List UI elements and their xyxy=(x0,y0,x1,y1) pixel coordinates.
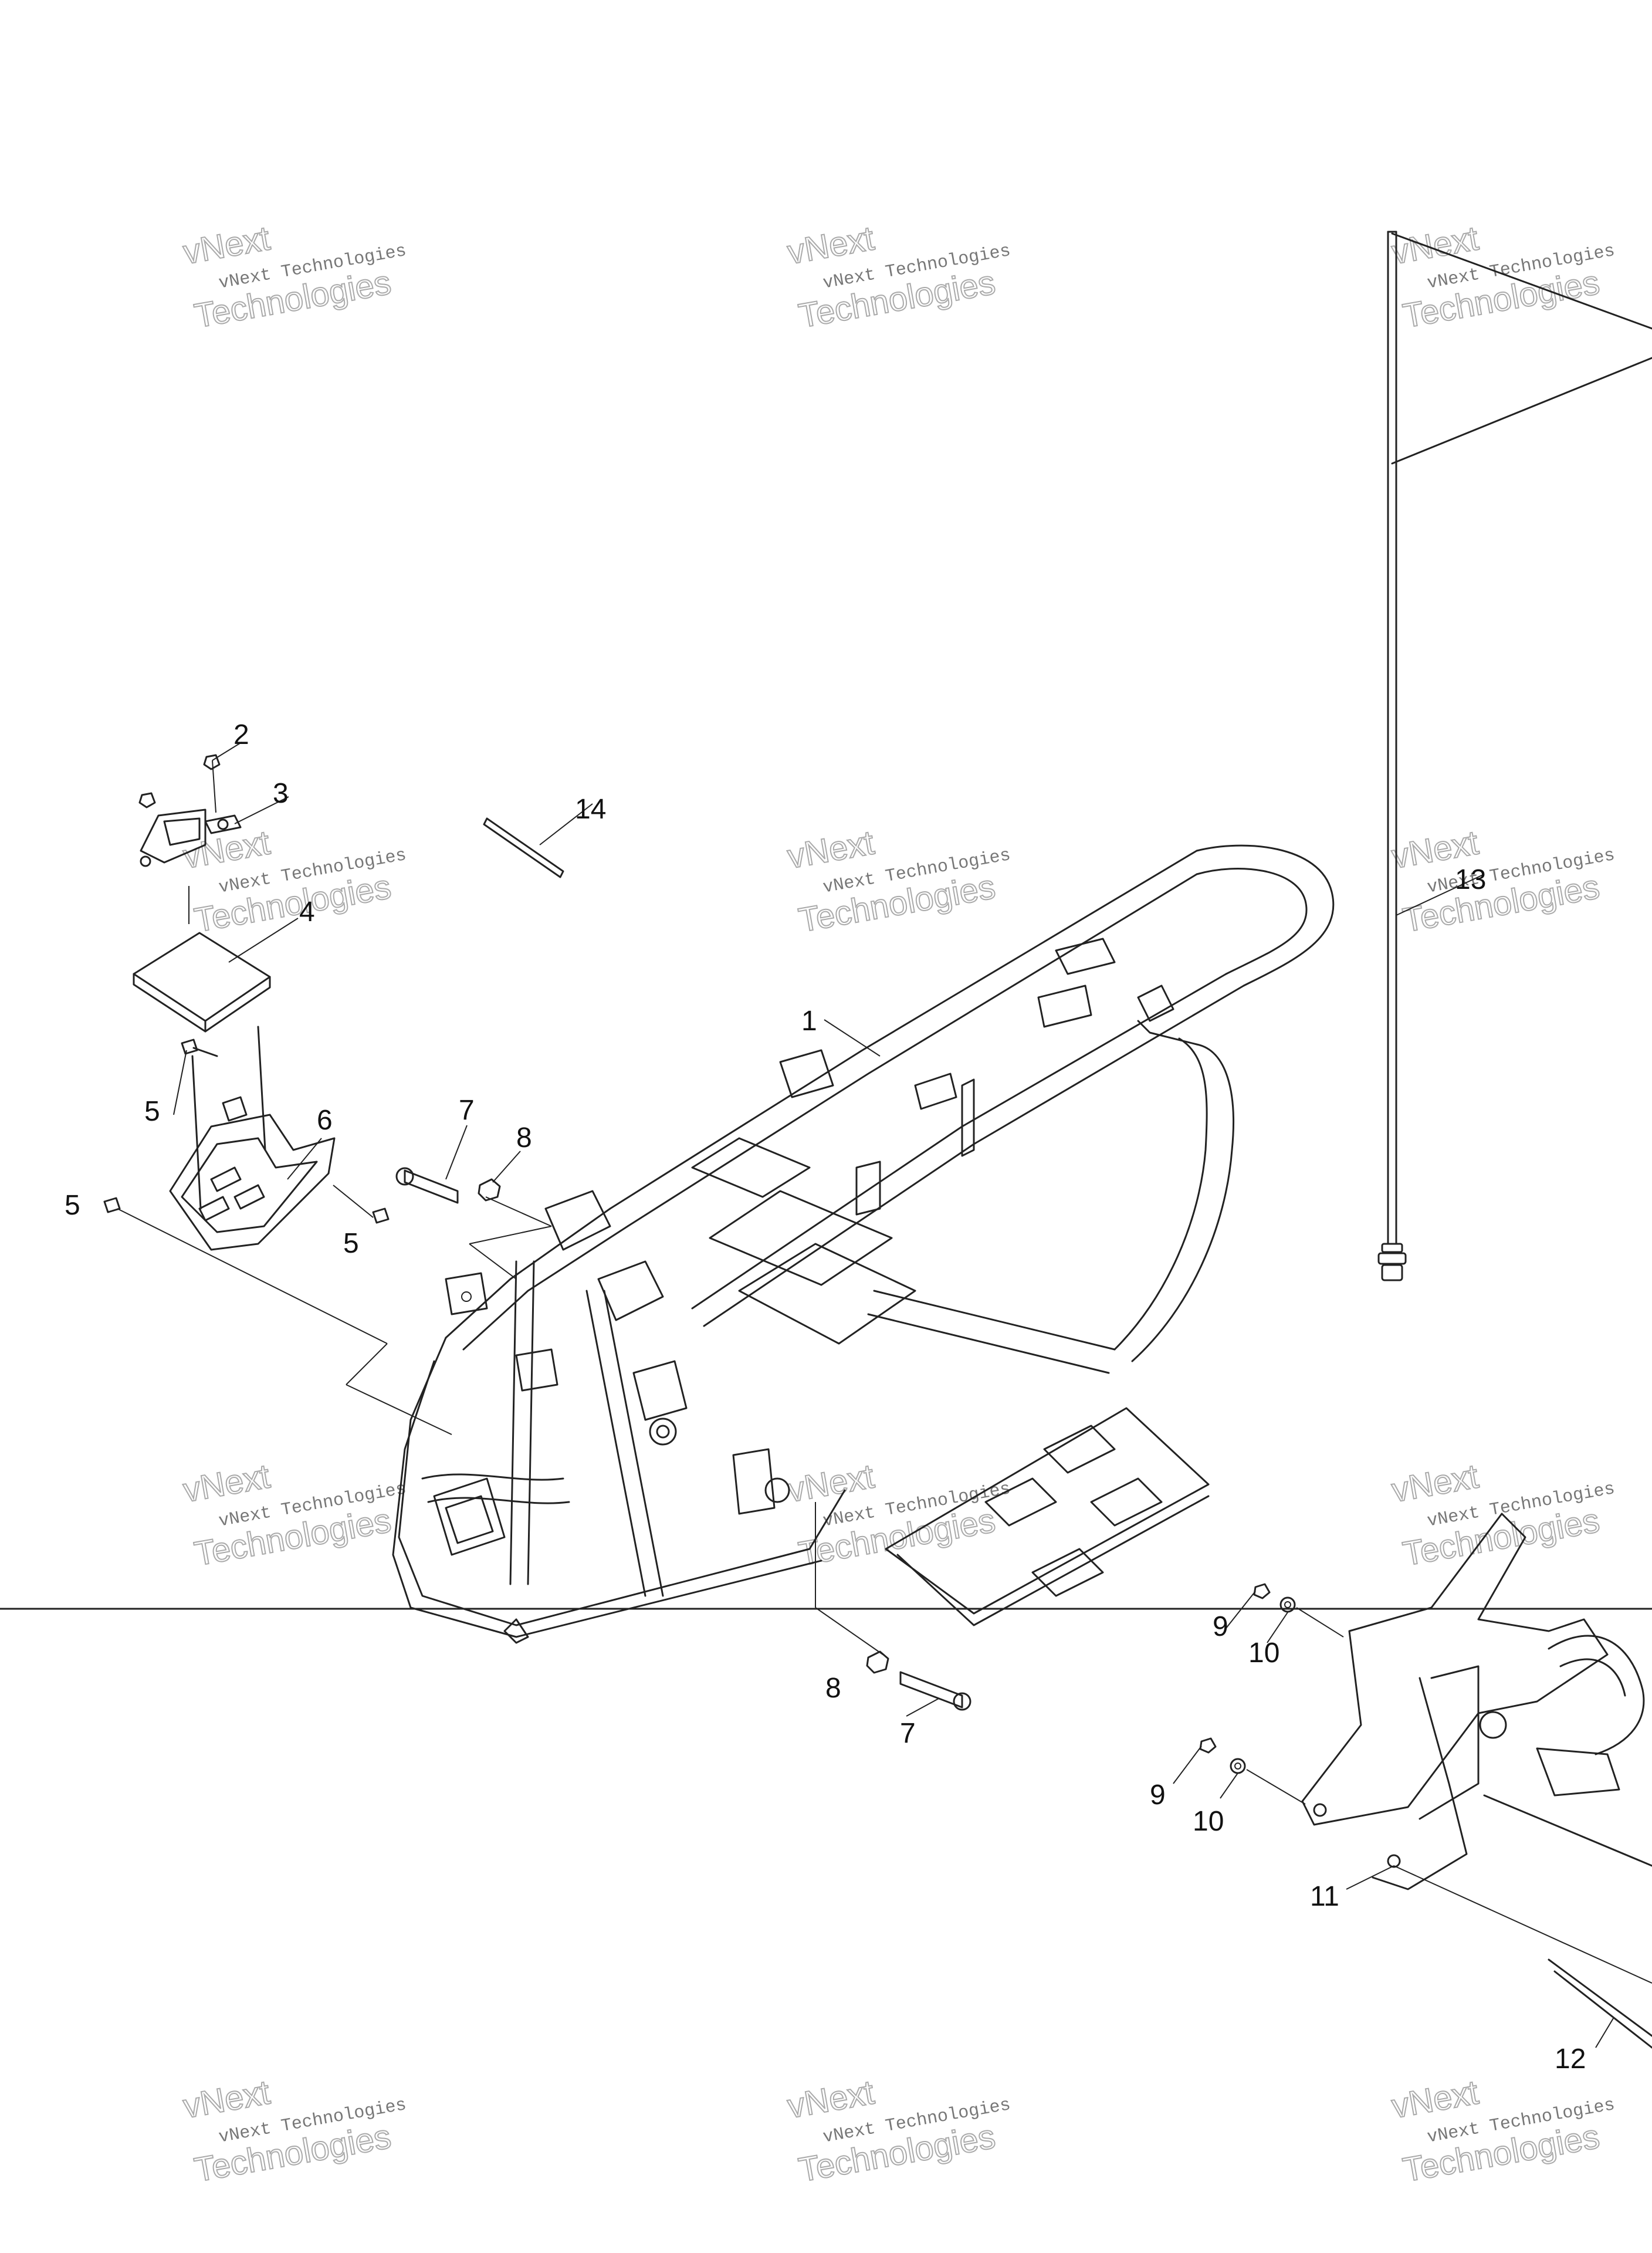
callout-13: 13 xyxy=(1455,864,1486,895)
watermark: vNext vNext Technologies Technologies xyxy=(180,1456,408,1574)
watermark-line1: vNext xyxy=(1389,219,1481,272)
bracket-assembly xyxy=(138,754,242,867)
callout-7-top: 7 xyxy=(459,1095,475,1126)
callout-2: 2 xyxy=(233,719,249,750)
callout-labels: 1 2 3 4 5 5 5 6 7 7 8 8 9 9 10 10 11 12 … xyxy=(65,719,1586,2075)
callout-1: 1 xyxy=(801,1006,817,1037)
callout-10-bottom: 10 xyxy=(1193,1806,1224,1837)
hardware-5 xyxy=(103,1038,390,1224)
callout-5-top: 5 xyxy=(144,1096,160,1127)
watermark-line1: vNext xyxy=(784,1457,876,1510)
watermark: vNext vNext Technologies Technologies xyxy=(784,218,1012,336)
tow-bracket xyxy=(1301,1513,1645,1890)
callout-8-top: 8 xyxy=(516,1122,532,1153)
hardware-9-10 xyxy=(1199,1583,1296,1774)
callout-8-bottom: 8 xyxy=(825,1673,841,1704)
foam-pad xyxy=(133,932,271,1033)
watermark: vNext vNext Technologies Technologies xyxy=(784,1456,1012,1574)
watermark-line1: vNext xyxy=(1389,2073,1481,2126)
watermark-line1: vNext xyxy=(784,219,876,272)
watermark: vNext vNext Technologies Technologies xyxy=(1388,1456,1616,1574)
callout-4: 4 xyxy=(299,897,315,928)
pin xyxy=(1483,1794,1652,2049)
callout-14: 14 xyxy=(575,794,606,825)
callout-7-bottom: 7 xyxy=(900,1718,916,1749)
watermark-line1: vNext xyxy=(1389,1457,1481,1510)
hardware-7-8 xyxy=(395,1167,971,1711)
callout-6: 6 xyxy=(317,1105,333,1136)
watermark: vNext vNext Technologies Technologies xyxy=(1388,2072,1616,2190)
callout-10-top: 10 xyxy=(1248,1638,1279,1669)
callout-5-right: 5 xyxy=(343,1228,359,1259)
callout-9-top: 9 xyxy=(1213,1611,1228,1642)
watermark: vNext vNext Technologies Technologies xyxy=(180,2072,408,2190)
watermark: vNext vNext Technologies Technologies xyxy=(1388,218,1616,336)
watermark-line1: vNext xyxy=(784,823,876,876)
watermark: vNext vNext Technologies Technologies xyxy=(784,823,1012,940)
watermark-line1: vNext xyxy=(180,2073,272,2126)
callout-5-left: 5 xyxy=(65,1190,80,1221)
watermark-line1: vNext xyxy=(180,219,272,272)
whip-flag xyxy=(1377,231,1652,1281)
watermark: vNext vNext Technologies Technologies xyxy=(180,218,408,336)
watermark-line1: vNext xyxy=(784,2073,876,2126)
watermark-line1: vNext xyxy=(180,1457,272,1510)
skid-plate xyxy=(169,1026,336,1251)
leader-lines xyxy=(117,742,1652,2048)
callout-3: 3 xyxy=(273,778,289,809)
callout-12: 12 xyxy=(1555,2044,1586,2075)
watermark: vNext vNext Technologies Technologies xyxy=(784,2072,1012,2190)
callout-11: 11 xyxy=(1310,1881,1339,1912)
rod-14 xyxy=(483,817,564,878)
main-frame xyxy=(392,844,1335,1644)
callout-9-bottom: 9 xyxy=(1150,1780,1166,1811)
watermark: vNext vNext Technologies Technologies xyxy=(1388,823,1616,940)
footrest-plate xyxy=(885,1407,1210,1626)
